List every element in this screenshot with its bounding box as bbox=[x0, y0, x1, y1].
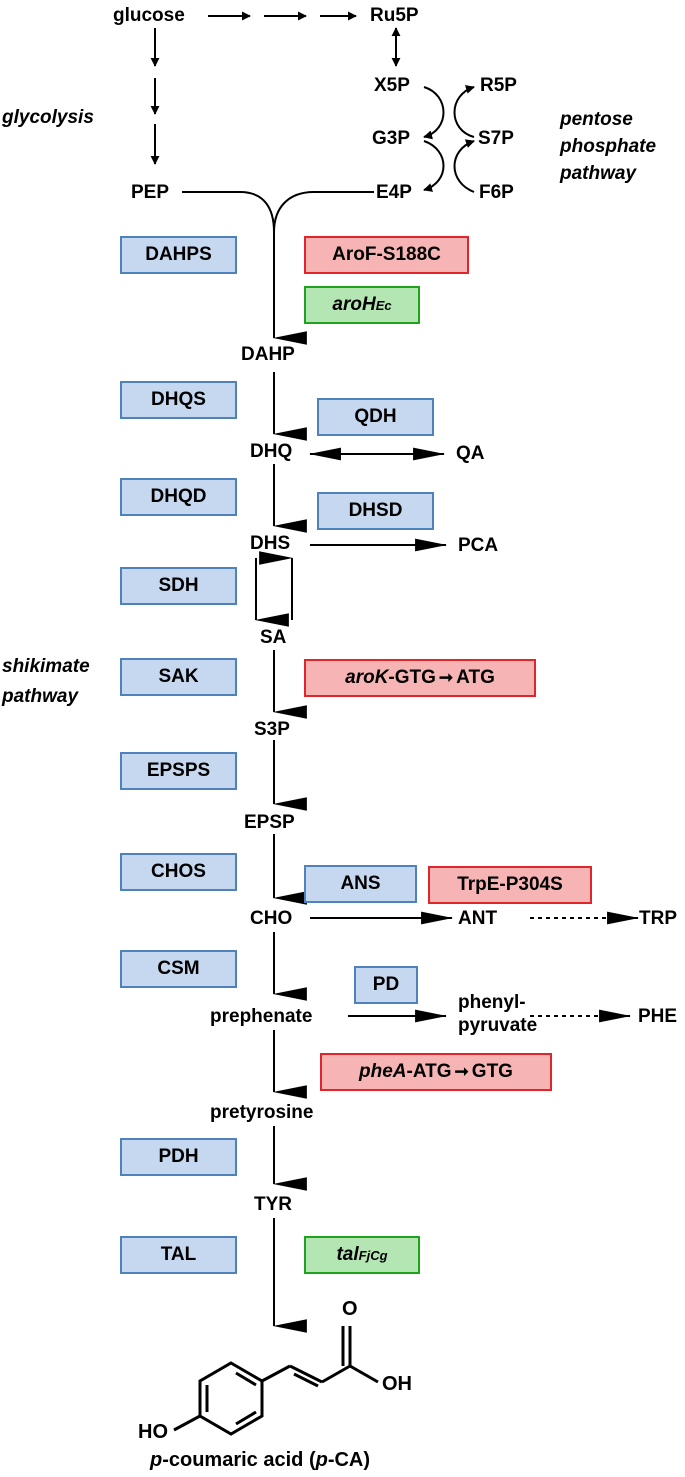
phenol-ho-label: HO bbox=[138, 1421, 168, 1443]
enzyme-csm: CSM bbox=[120, 950, 237, 988]
mutation-arof-s188c: AroF-S188C bbox=[304, 236, 469, 274]
shikimate-label-line1: shikimate bbox=[2, 656, 90, 677]
product-name-prefix: p bbox=[150, 1449, 163, 1471]
enzyme-ans: ANS bbox=[304, 865, 417, 903]
phenylpyruvate-label-line1: phenyl- bbox=[458, 992, 526, 1013]
product-abbrev-prefix: p bbox=[315, 1449, 328, 1471]
r5p-label: R5P bbox=[480, 75, 517, 96]
glycolysis-label: glycolysis bbox=[2, 107, 94, 128]
enzyme-dhqd: DHQD bbox=[120, 478, 237, 516]
enzyme-sak: SAK bbox=[120, 658, 237, 696]
pretyrosine-label: pretyrosine bbox=[210, 1102, 314, 1123]
main-pathway-arrows bbox=[254, 372, 307, 1333]
right-arrow-icon: ➞ bbox=[454, 1062, 469, 1081]
epsp-label: EPSP bbox=[244, 812, 295, 833]
arok-from-codon: -GTG bbox=[388, 667, 436, 688]
pep-label: PEP bbox=[131, 182, 170, 203]
mutation-trpe-p304s: TrpE-P304S bbox=[428, 866, 592, 904]
dhq-label: DHQ bbox=[250, 441, 293, 462]
phea-from-codon: -ATG bbox=[406, 1061, 452, 1082]
pep-e4p-merge bbox=[182, 191, 374, 345]
enzyme-dhqs: DHQS bbox=[120, 381, 237, 419]
p-coumaric-acid-structure bbox=[173, 1326, 379, 1436]
ppp-label-line1: pentose bbox=[560, 109, 633, 130]
mutation-arok-start-codon: aroK-GTG➞ATG bbox=[304, 659, 536, 697]
g3p-label: G3P bbox=[372, 128, 411, 149]
mutation-phea-start-codon: pheA-ATG➞GTG bbox=[320, 1053, 552, 1091]
s3p-label: S3P bbox=[254, 719, 290, 740]
phea-to-codon: GTG bbox=[471, 1061, 513, 1082]
enzyme-dhsd: DHSD bbox=[317, 492, 434, 530]
acid-oh-label: OH bbox=[382, 1373, 412, 1395]
x5p-label: X5P bbox=[374, 75, 410, 96]
glucose-label: glucose bbox=[113, 5, 185, 26]
cho-label: CHO bbox=[250, 908, 293, 929]
qa-label: QA bbox=[456, 443, 485, 464]
side-branch-arrows bbox=[308, 447, 640, 1023]
gene-aroh-subscript: Ec bbox=[375, 297, 392, 313]
enzyme-pd: PD bbox=[354, 966, 418, 1004]
prephenate-label: prephenate bbox=[210, 1006, 313, 1027]
ppp-label-line3: pathway bbox=[560, 163, 637, 184]
phenylpyruvate-label-line2: pyruvate bbox=[458, 1015, 538, 1036]
product-name-middle: -coumaric acid ( bbox=[162, 1449, 316, 1471]
e4p-label: E4P bbox=[376, 182, 412, 203]
enzyme-epsps: EPSPS bbox=[120, 752, 237, 790]
ppp-crossing-curves bbox=[423, 85, 475, 193]
trp-label: TRP bbox=[639, 908, 677, 929]
carbonyl-o-label: O bbox=[342, 1298, 358, 1320]
dahp-label: DAHP bbox=[241, 344, 295, 365]
pca-label: PCA bbox=[458, 535, 499, 556]
phe-label: PHE bbox=[638, 1006, 678, 1027]
s7p-label: S7P bbox=[478, 128, 514, 149]
enzyme-sdh: SDH bbox=[120, 567, 237, 605]
dhs-label: DHS bbox=[250, 533, 291, 554]
sa-label: SA bbox=[260, 627, 287, 648]
shikimate-label-line2: pathway bbox=[2, 686, 79, 707]
enzyme-dahps: DAHPS bbox=[120, 236, 237, 274]
gene-phea-name: pheA bbox=[359, 1061, 407, 1082]
gene-arok-name: aroK bbox=[345, 667, 389, 688]
product-name-end: -CA) bbox=[327, 1449, 371, 1471]
right-arrow-icon: ➞ bbox=[438, 668, 454, 687]
gene-aroh-name: aroH bbox=[332, 294, 376, 315]
f6p-label: F6P bbox=[479, 182, 514, 203]
tyr-label: TYR bbox=[254, 1194, 292, 1215]
ru5p-label: Ru5P bbox=[370, 5, 419, 26]
enzyme-tal: TAL bbox=[120, 1236, 237, 1274]
arok-to-codon: ATG bbox=[456, 667, 495, 688]
ppp-label-line2: phosphate bbox=[560, 136, 657, 157]
product-name: p-coumaric acid (p-CA) bbox=[150, 1450, 370, 1470]
gene-tal-subscript: FjCg bbox=[358, 1247, 388, 1263]
enzyme-pdh: PDH bbox=[120, 1138, 237, 1176]
gene-tal-name: tal bbox=[336, 1244, 359, 1265]
ant-label: ANT bbox=[458, 908, 498, 929]
enzyme-chos: CHOS bbox=[120, 853, 237, 891]
enzyme-qdh: QDH bbox=[317, 398, 434, 436]
